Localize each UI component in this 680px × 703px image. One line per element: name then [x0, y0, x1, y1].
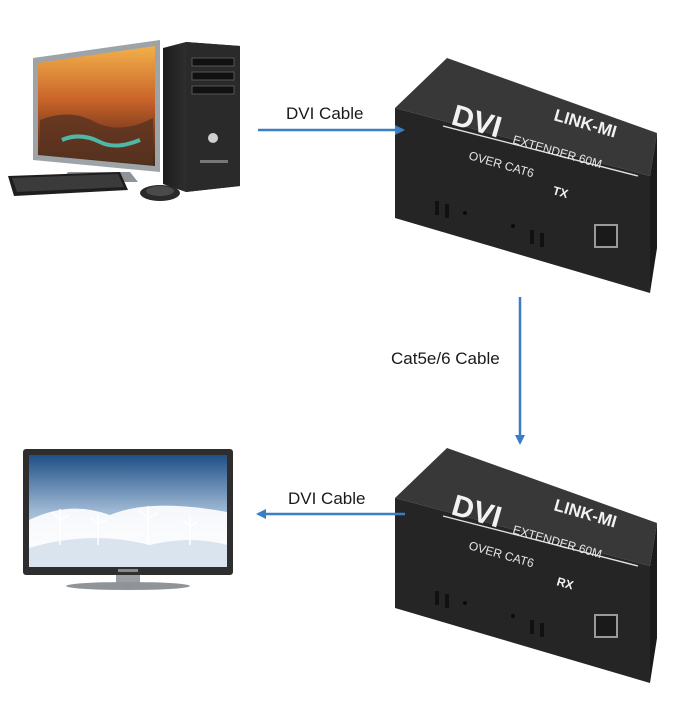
label-tx-to-rx: Cat5e/6 Cable	[391, 349, 500, 368]
pc-mouse	[140, 185, 180, 201]
tv-display	[23, 449, 233, 590]
rx-mode: RX	[555, 574, 575, 592]
label-pc-to-tx: DVI Cable	[286, 104, 364, 123]
rj45-port-icon	[594, 224, 618, 248]
extender-transmitter	[395, 58, 657, 293]
label-rx-to-tv: DVI Cable	[288, 489, 366, 508]
rj45-port-icon	[594, 614, 618, 638]
pc-tower	[163, 42, 240, 192]
tx-mode: TX	[551, 183, 570, 201]
pc-monitor	[33, 40, 160, 182]
pc-keyboard	[8, 172, 128, 196]
extender-receiver	[395, 448, 657, 683]
desktop-computer	[8, 40, 240, 201]
wind-turbines	[51, 506, 199, 545]
